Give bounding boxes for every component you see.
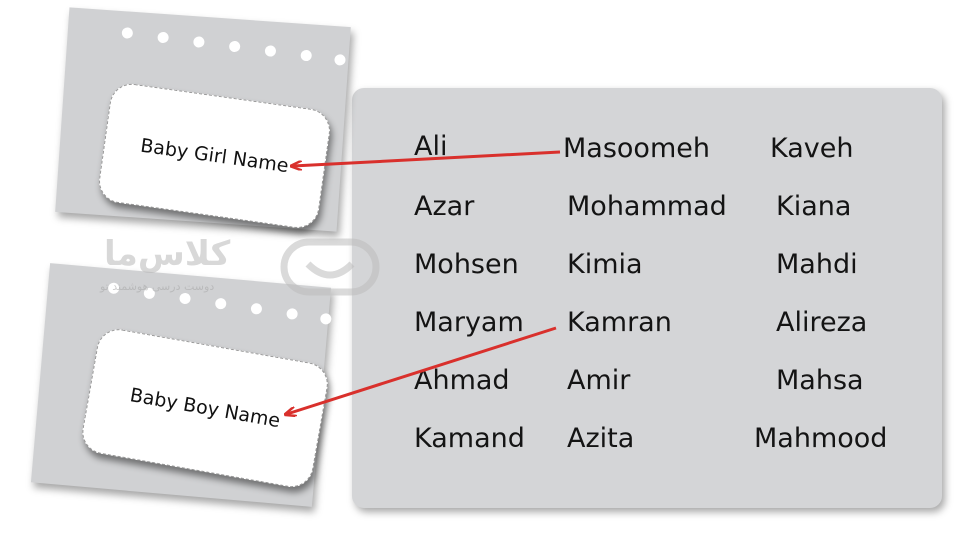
name-kaveh[interactable]: Kaveh	[770, 133, 854, 164]
girl-name-label: Baby Girl Name	[139, 134, 290, 178]
punch-hole	[157, 31, 169, 44]
name-kamand[interactable]: Kamand	[414, 423, 525, 454]
name-azar[interactable]: Azar	[414, 191, 475, 222]
girl-name-drop-target[interactable]: Baby Girl Name	[96, 81, 333, 231]
name-masoomeh[interactable]: Masoomeh	[563, 133, 710, 164]
punch-hole	[121, 27, 134, 39]
name-kamran[interactable]: Kamran	[567, 307, 672, 338]
boy-name-drop-target[interactable]: Baby Boy Name	[78, 325, 332, 491]
name-kimia[interactable]: Kimia	[567, 249, 643, 280]
girl-name-card: Baby Girl Name	[55, 7, 351, 232]
name-mohsen[interactable]: Mohsen	[414, 249, 519, 280]
watermark-subtitle: دوست درسی هوشمند تو	[100, 280, 215, 293]
punch-hole	[319, 312, 332, 325]
name-amir[interactable]: Amir	[567, 365, 631, 396]
punch-hole	[228, 40, 241, 53]
name-kiana[interactable]: Kiana	[776, 191, 852, 222]
watermark-title: کلاس‌ما	[104, 234, 231, 274]
name-mahdi[interactable]: Mahdi	[776, 249, 858, 280]
name-azita[interactable]: Azita	[567, 423, 635, 454]
name-mohammad[interactable]: Mohammad	[567, 191, 727, 222]
punch-hole	[193, 36, 205, 48]
punch-hole	[250, 302, 263, 315]
name-maryam[interactable]: Maryam	[414, 307, 524, 338]
name-alireza[interactable]: Alireza	[776, 307, 868, 338]
punch-hole	[286, 307, 299, 320]
punch-hole	[264, 45, 277, 57]
name-ali[interactable]: Ali	[414, 131, 448, 162]
name-mahsa[interactable]: Mahsa	[776, 365, 864, 396]
punch-hole	[334, 54, 346, 66]
punch-hole	[300, 49, 313, 62]
watermark-logo-icon	[280, 238, 380, 296]
boy-name-label: Baby Boy Name	[128, 384, 282, 433]
name-ahmad[interactable]: Ahmad	[414, 365, 510, 396]
watermark: کلاس‌ما دوست درسی هوشمند تو	[100, 232, 390, 302]
name-mahmood[interactable]: Mahmood	[754, 423, 888, 454]
